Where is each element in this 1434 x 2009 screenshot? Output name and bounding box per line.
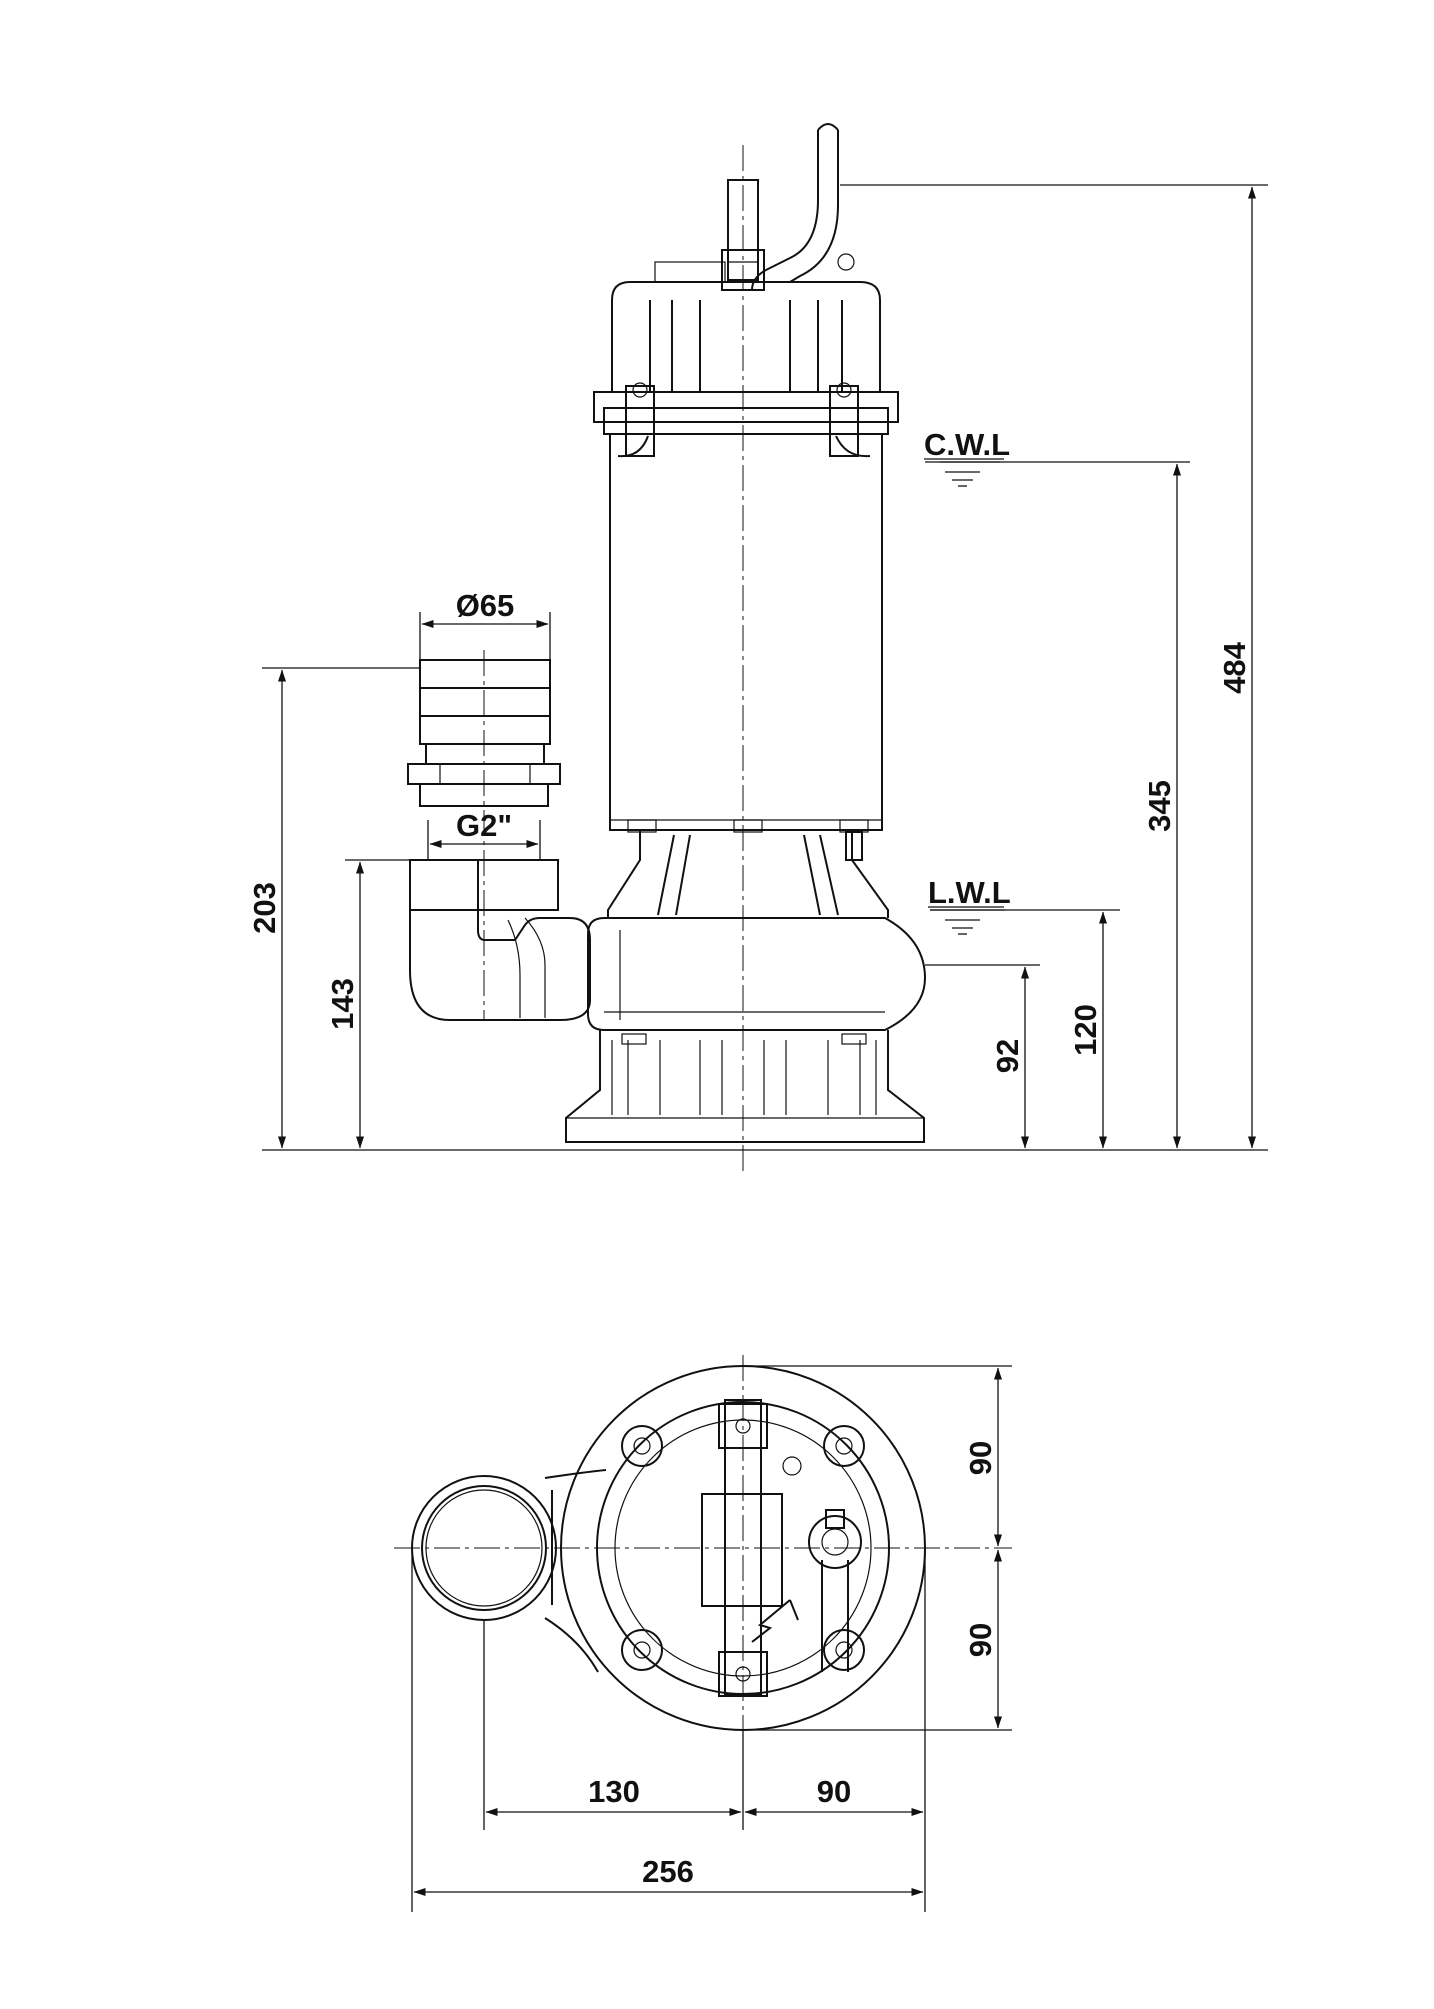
dim-203-label: 203 bbox=[247, 882, 282, 934]
volute-arm bbox=[544, 1469, 607, 1673]
cwl-symbol bbox=[925, 461, 1000, 487]
dim-143-label: 143 bbox=[325, 978, 360, 1030]
rotation-arrow-icon bbox=[751, 1599, 799, 1643]
dim-345-label: 345 bbox=[1142, 780, 1177, 832]
bearing-bracket bbox=[607, 830, 889, 918]
dim-plan-right-label: 90 bbox=[817, 1774, 851, 1809]
outlet-elbow bbox=[409, 859, 591, 1021]
dim-thread-label: G2" bbox=[456, 808, 512, 843]
handle-plan bbox=[701, 1399, 783, 1697]
motor-top-cover bbox=[593, 253, 899, 458]
hose-connector bbox=[407, 650, 561, 1020]
cwl-label: C.W.L bbox=[924, 427, 1010, 462]
dim-92-label: 92 bbox=[990, 1039, 1025, 1073]
dim-hose-label: Ø65 bbox=[456, 588, 515, 623]
dim-130-label: 130 bbox=[588, 1774, 640, 1809]
dim-256-label: 256 bbox=[642, 1854, 694, 1889]
dim-plan-upper-label: 90 bbox=[963, 1441, 998, 1475]
motor-housing bbox=[609, 433, 883, 831]
cable-gland bbox=[721, 179, 765, 291]
dim-484-label: 484 bbox=[1217, 641, 1252, 693]
side-view: C.W.L L.W.L 484 345 120 92 203 143 Ø65 G… bbox=[247, 123, 1268, 1175]
extension-lines bbox=[262, 184, 1268, 966]
dim-120-label: 120 bbox=[1068, 1004, 1103, 1056]
strainer-base bbox=[565, 1030, 925, 1143]
plan-view: 90 90 130 90 256 bbox=[394, 1355, 1012, 1912]
dim-plan-lower-label: 90 bbox=[963, 1623, 998, 1657]
volute-casing bbox=[587, 917, 927, 1031]
lwl-label: L.W.L bbox=[928, 875, 1011, 910]
bolt-lugs bbox=[621, 1425, 865, 1671]
lwl-symbol bbox=[930, 909, 1005, 935]
cable-gland-plan bbox=[808, 1509, 862, 1672]
